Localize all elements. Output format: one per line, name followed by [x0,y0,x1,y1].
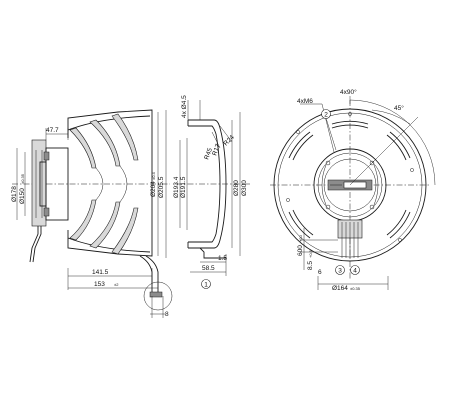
dim-4x90-label: 4x90° [340,88,357,96]
dim-150-label: Ø150 [19,188,26,204]
side-view: 8 47.7 Ø178 Ø150 ±0.35 Ø204 ±0.4 Ø205.5 [11,109,173,318]
callout-1-label: 1 [204,281,208,288]
dim-191-5-label: Ø191.5 [180,176,187,198]
callout-4-circle [350,265,360,275]
impeller-outline [67,109,153,257]
dim-45-label: 45° [394,104,404,112]
dim-4xm6-label: 4xM6 [297,98,313,105]
outer-ring [273,108,427,262]
dim-141-5-label: 141.5 [92,269,109,276]
dim-205-5-label: Ø205.5 [158,176,165,198]
dim-r17-label: R17 [211,143,222,157]
front-view: 4xM6 2 4x90° 45° 600 +20 8.5 +0.5 6 3 [270,88,436,292]
dim-600-label: 600 [297,245,304,256]
callout-2-label: 2 [324,111,328,118]
dim-47-7-label: 47.7 [46,127,59,134]
dim-164-tol: ±0.35 [350,286,361,291]
dim-300-label: Ø300 [241,180,248,196]
callout-1-circle [201,279,211,289]
curved-slots [288,120,411,239]
callout-4-label: 4 [353,267,357,274]
dim-r24-label: R24 [222,134,236,148]
section-view: 4x Ø4.5 R45 R17 R24 Ø193.4 Ø191.5 Ø280 Ø… [173,95,250,289]
dim-204-label: Ø204 [150,181,157,197]
dim-6-label: 6 [318,269,322,276]
dim-600-tol: +20 [298,234,303,242]
callout-2-circle [321,109,331,119]
dim-8-5-tol: +0.5 [308,249,313,258]
inlet-nozzle-profile [188,119,227,249]
dim-153-tol: ±2 [114,282,119,287]
dim-280-label: Ø280 [233,180,240,196]
dim-150-tol: ±0.35 [20,173,25,184]
dim-58-5-label: 58.5 [202,265,215,272]
callout-3-label: 3 [338,267,342,274]
dim-164-label: Ø164 [332,285,348,292]
detail-circle [143,281,173,311]
dim-1-5-label: 1.5 [218,255,227,262]
dim-8-label: 8 [165,311,169,318]
dim-153-label: 153 [94,281,105,288]
dim-178-label: Ø178 [11,186,18,202]
dim-204-tol: ±0.4 [151,171,156,180]
callout-3-circle [335,265,345,275]
dim-4x4-5-label: 4x Ø4.5 [181,95,188,118]
dim-8-5-label: 8.5 [307,261,314,270]
dim-193-4-label: Ø193.4 [173,176,180,198]
dim-r45-label: R45 [203,147,214,161]
